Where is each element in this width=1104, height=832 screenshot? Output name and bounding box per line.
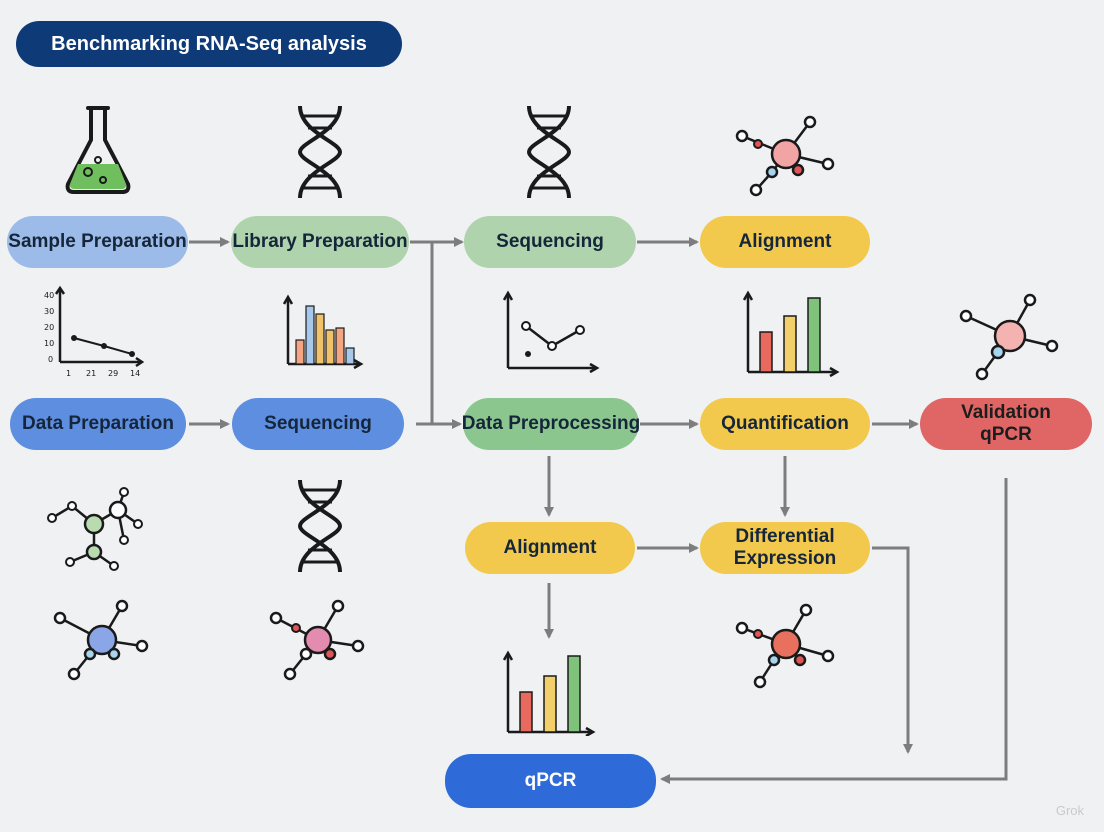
node-alignment-2[interactable]: Alignment [465, 522, 635, 574]
x-tick-label: 14 [130, 369, 140, 378]
page-title: Benchmarking RNA-Seq analysis [16, 21, 402, 67]
node-label: Sample Preparation [8, 231, 187, 252]
scatter-chart-icon [502, 290, 600, 374]
y-tick-label: 0 [48, 355, 53, 364]
node-label: Library Preparation [232, 231, 408, 252]
node-differential-expression[interactable]: Differential Expression [700, 522, 870, 574]
line-chart-icon: 40 30 20 10 0 1 21 29 14 [44, 285, 145, 378]
bar-chart-icon [502, 650, 596, 736]
data-point [101, 343, 107, 349]
node-data-preprocessing[interactable]: Data Preprocessing [461, 398, 641, 450]
network-icon [47, 487, 143, 571]
node-label-line1: Validation [961, 402, 1051, 423]
node-label: qPCR [524, 770, 577, 791]
dna-icon [526, 105, 572, 199]
data-point [129, 351, 135, 357]
node-data-preparation[interactable]: Data Preparation [10, 398, 186, 450]
node-label-line2: qPCR [980, 424, 1032, 445]
node-validation-qpcr[interactable]: Validation qPCR [920, 398, 1092, 450]
watermark: Grok [1055, 803, 1084, 818]
node-label-line2: Expression [733, 548, 837, 569]
node-label: Alignment [503, 537, 597, 558]
node-label: Quantification [721, 413, 849, 434]
node-label-line1: Differential [735, 526, 835, 547]
y-tick-label: 10 [44, 339, 54, 348]
x-tick-label: 21 [86, 369, 96, 378]
node-qpcr[interactable]: qPCR [445, 754, 656, 808]
node-library-preparation[interactable]: Library Preparation [231, 216, 409, 268]
molecule-icon [269, 599, 365, 681]
node-label: Data Preparation [21, 413, 175, 434]
molecule-icon [959, 293, 1059, 381]
node-label: Alignment [738, 231, 832, 252]
arrow-library-to-sequencing [410, 240, 434, 426]
node-quantification[interactable]: Quantification [700, 398, 870, 450]
x-tick-label: 29 [108, 369, 118, 378]
node-sequencing-2[interactable]: Sequencing [232, 398, 404, 450]
dna-icon [297, 479, 343, 573]
node-label: Data Preprocessing [461, 413, 641, 434]
node-label: Sequencing [264, 413, 372, 434]
node-label: Sequencing [496, 231, 604, 252]
flask-icon [65, 106, 131, 194]
bar-chart-icon [742, 290, 840, 378]
arrow-validation-to-qpcr [660, 478, 1008, 784]
y-tick-label: 20 [44, 323, 54, 332]
node-alignment[interactable]: Alignment [700, 216, 870, 268]
dna-icon [297, 105, 343, 199]
node-sample-preparation[interactable]: Sample Preparation [7, 216, 188, 268]
y-tick-label: 30 [44, 307, 54, 316]
data-point [71, 335, 77, 341]
molecule-icon [735, 603, 835, 689]
molecule-icon [735, 115, 835, 197]
bar-chart-icon [282, 294, 364, 370]
y-tick-label: 40 [44, 291, 54, 300]
node-sequencing[interactable]: Sequencing [464, 216, 636, 268]
x-tick-label: 1 [66, 369, 71, 378]
arrow-diffexpr-down [872, 546, 913, 754]
molecule-icon [53, 599, 149, 681]
